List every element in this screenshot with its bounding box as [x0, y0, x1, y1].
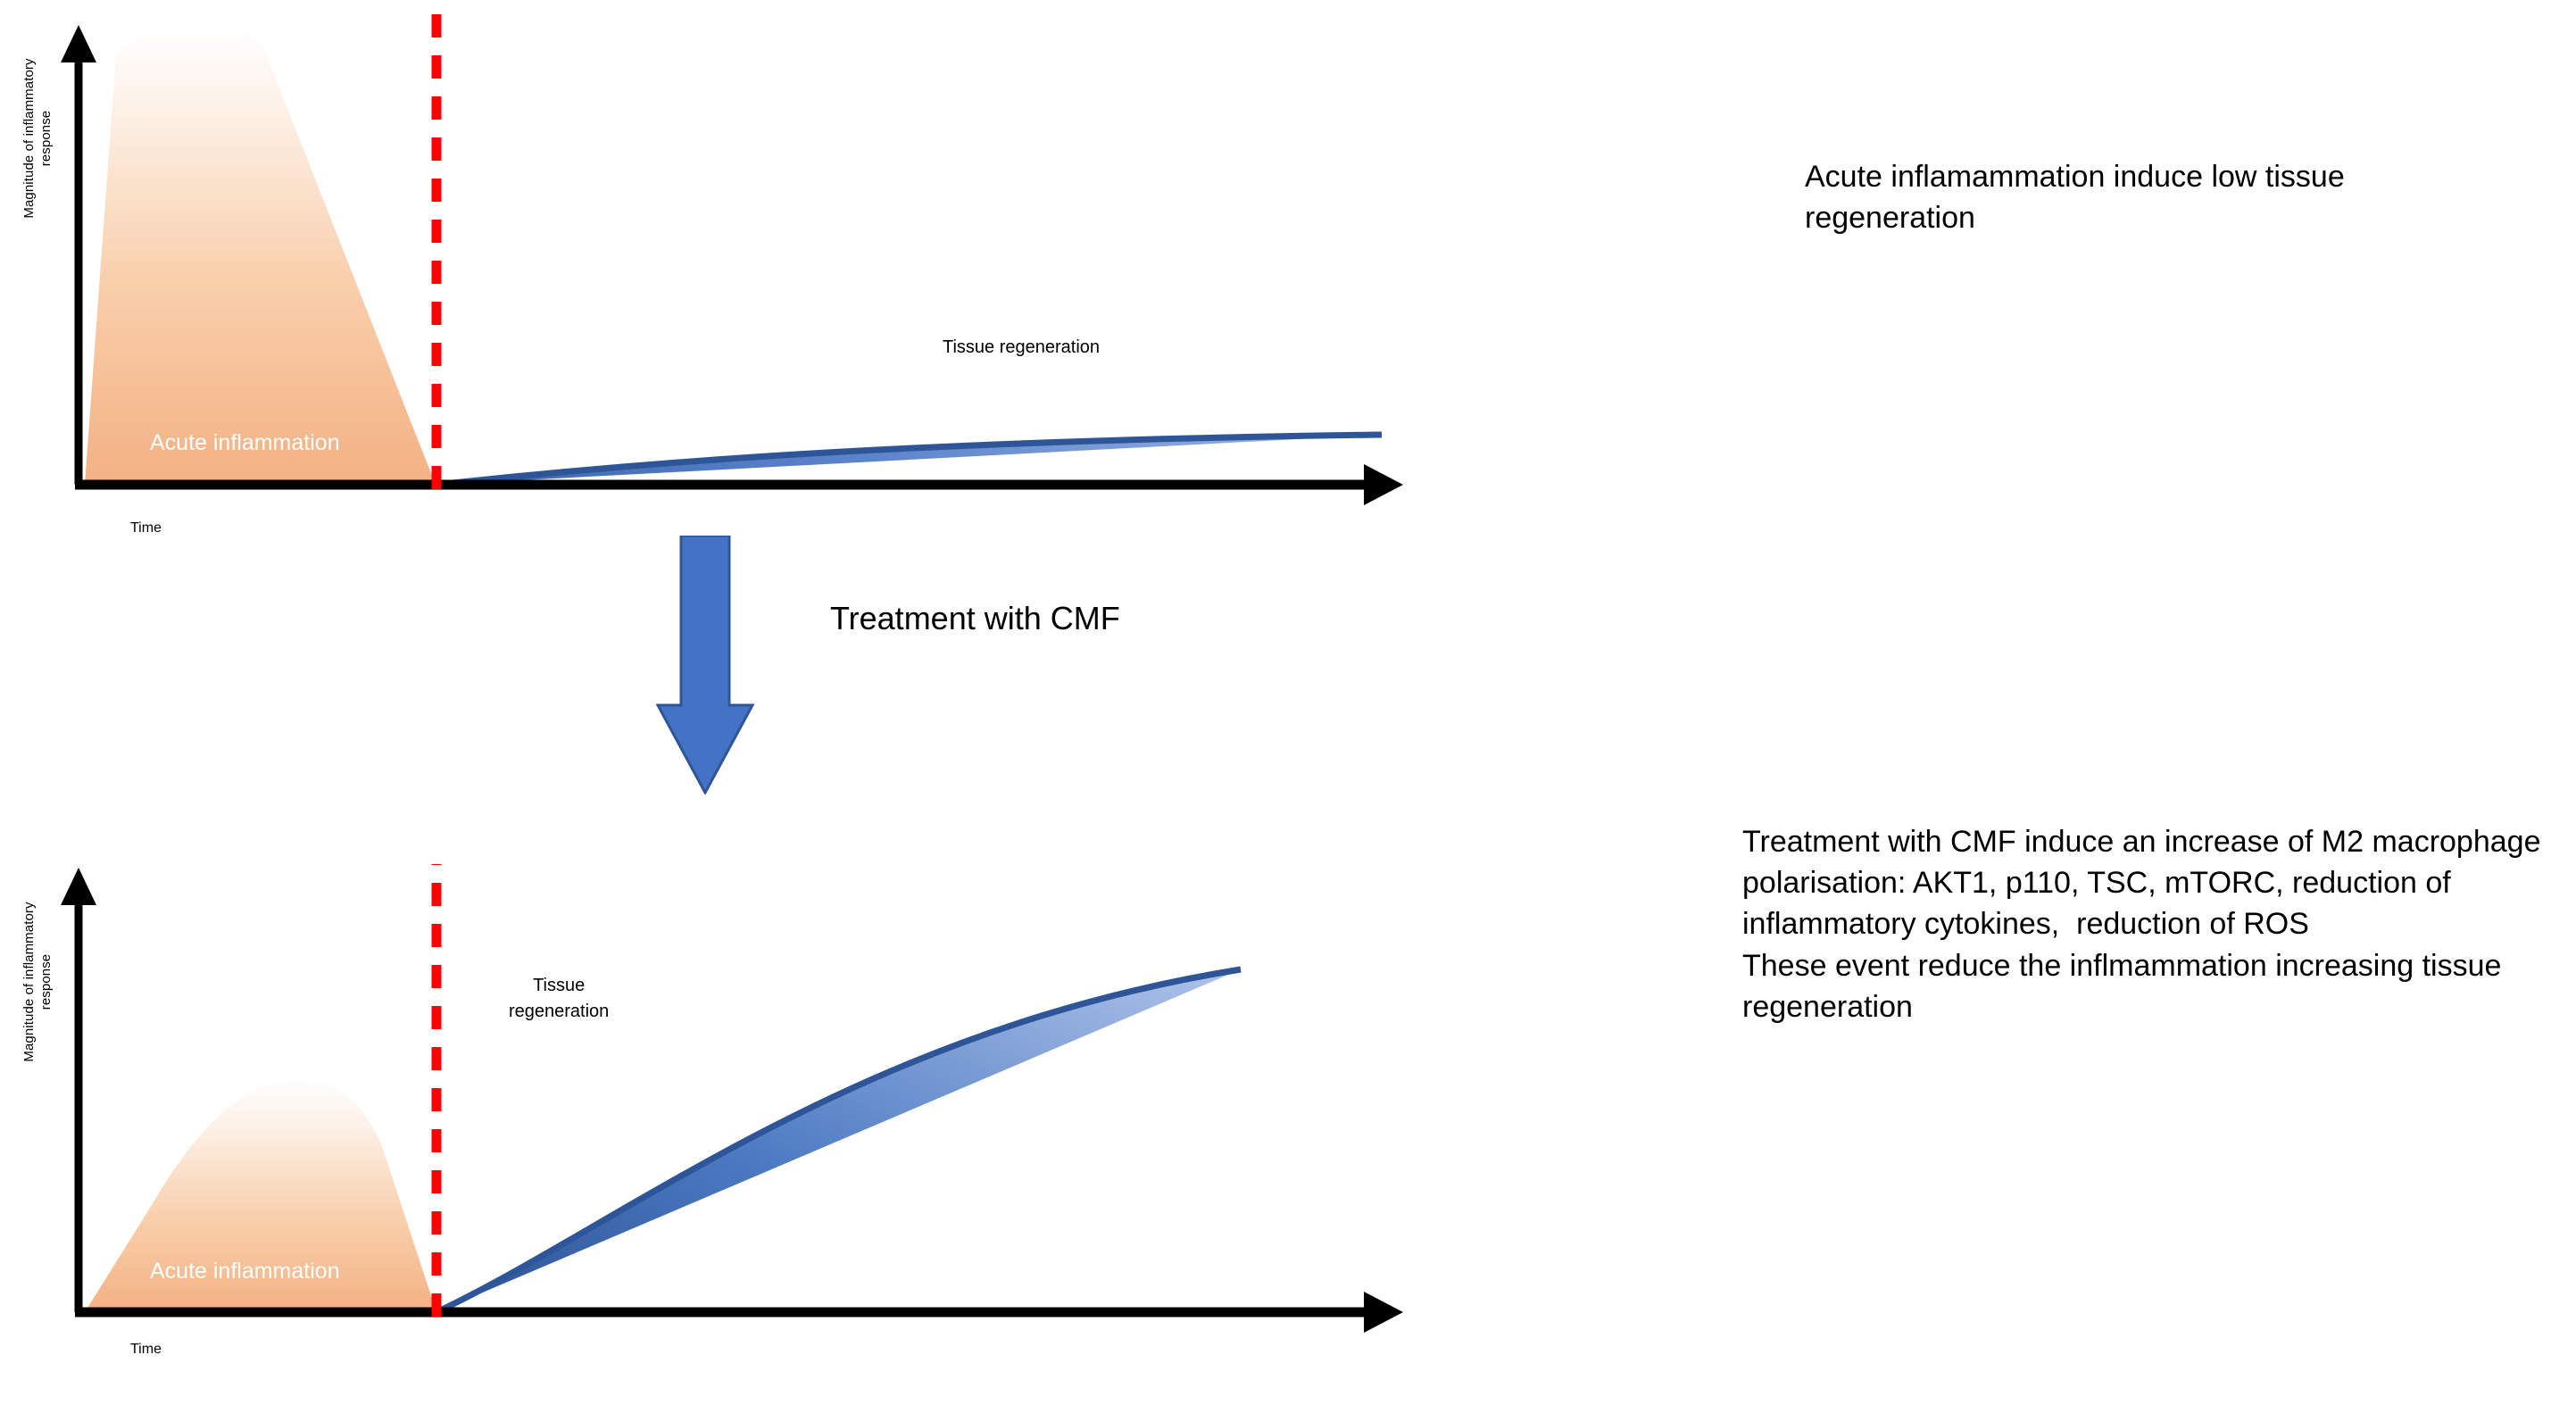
- acute-inflammation-area: [85, 1078, 436, 1312]
- note-untreated: Acute inflamammation induce low tissue r…: [1805, 160, 2354, 236]
- chart-treated-graphic: [61, 864, 1403, 1333]
- tissue-regeneration-area: [436, 435, 1382, 485]
- y-axis-label: Magnitude of inflammatory response: [21, 22, 55, 254]
- tissue-regeneration-label-line-1: Tissue: [533, 976, 586, 995]
- y-axis-label-line-2: response: [37, 953, 54, 1010]
- chart-untreated: Magnitude of inflammatory response Time …: [0, 0, 1517, 571]
- treatment-arrow-icon: [656, 536, 754, 794]
- chart-treated: Magnitude of inflammatory response Time …: [0, 839, 1517, 1393]
- note-treated: Treatment with CMF induce an increase of…: [1742, 825, 2541, 1024]
- y-axis-label: Magnitude of inflammatory response: [21, 866, 55, 1098]
- tissue-regeneration-label: Tissue regeneration: [509, 973, 609, 1025]
- y-axis-label-line-1: Magnitude of inflammatory: [21, 902, 37, 1062]
- y-axis-label-line-1: Magnitude of inflammatory: [21, 58, 37, 219]
- tissue-regeneration-label: Tissue regeneration: [943, 337, 1101, 357]
- acute-inflammation-label: Acute inflammation: [150, 1259, 340, 1284]
- chart-untreated-graphic: [61, 12, 1403, 505]
- tissue-regeneration-area: [436, 969, 1241, 1312]
- x-axis-arrowhead: [1364, 1292, 1403, 1333]
- x-axis-label: Time: [130, 1342, 162, 1357]
- tissue-regeneration-curve: [435, 966, 1242, 1316]
- tissue-regeneration-curve: [436, 431, 1383, 488]
- x-axis-label: Time: [130, 520, 162, 536]
- treatment-caption: Treatment with CMF: [830, 600, 1120, 636]
- tissue-regeneration-label-line-2: regeneration: [509, 1002, 610, 1021]
- y-axis-label-line-2: response: [37, 110, 54, 167]
- acute-inflammation-label: Acute inflammation: [150, 430, 340, 455]
- y-axis-arrowhead: [61, 25, 96, 62]
- x-axis-arrowhead: [1364, 464, 1403, 505]
- acute-inflammation-area: [85, 30, 436, 485]
- y-axis-arrowhead: [61, 868, 96, 905]
